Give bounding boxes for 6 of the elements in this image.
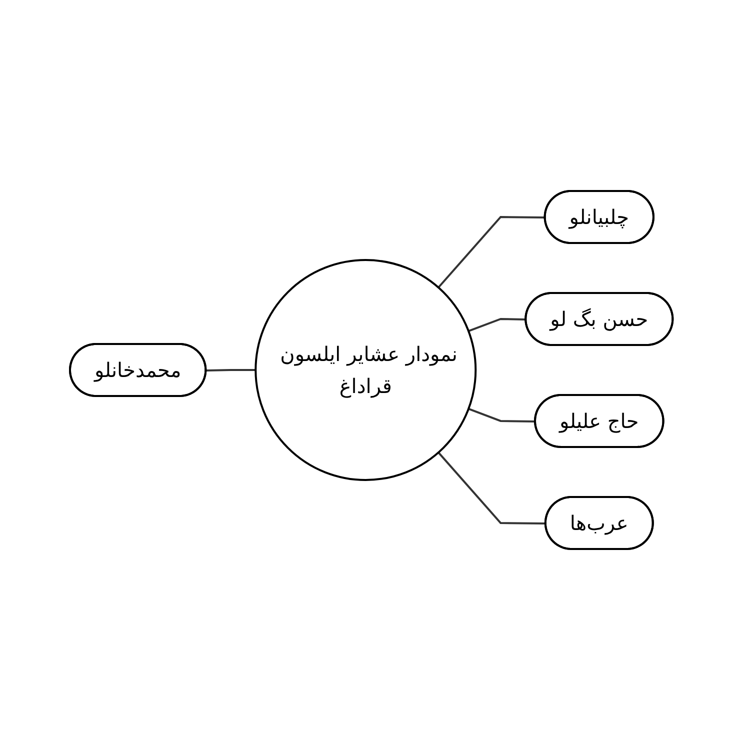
connector	[468, 318, 526, 332]
connector	[468, 407, 536, 422]
connector	[438, 451, 546, 524]
connector	[206, 368, 256, 371]
node-circle: نمودار عشایر ایلسون قراداغ	[254, 258, 477, 480]
connector	[438, 216, 546, 288]
